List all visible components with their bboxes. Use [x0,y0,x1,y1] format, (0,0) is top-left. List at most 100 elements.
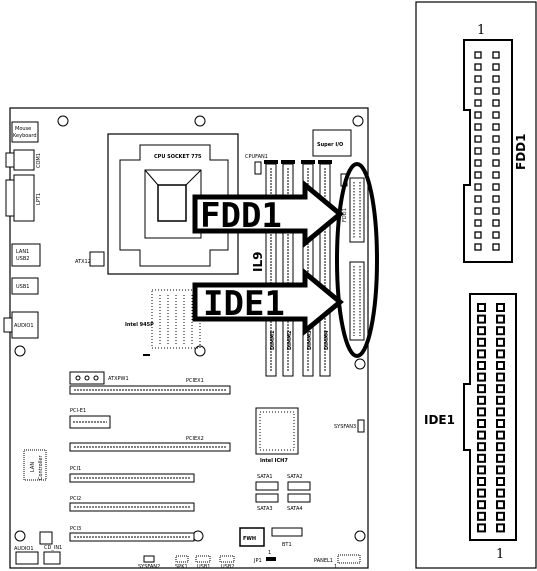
sata4-label: SATA4 [287,506,303,512]
super-io-label: Super I/O [317,142,343,148]
fdd1-pin1-label: 1 [477,23,485,38]
jp1-pin1-label: 1 [268,550,271,556]
sata3-label: SATA3 [257,506,273,512]
sysfan2-header [143,555,155,563]
fdd1-pin [492,111,500,119]
cpufan1-label: CPUFAN1 [245,154,268,160]
mounting-hole [57,115,69,127]
panel1-header [337,554,361,564]
ide1-connector-label: IDE1 [424,413,455,427]
ide1-pin [477,349,486,359]
ide1-pin [496,326,505,336]
ide1-pin [477,477,486,486]
fdd1-callout-arrow: FDD1 [192,179,344,249]
cpu-socket-die [157,184,187,222]
cpu-socket-label: CPU SOCKET 775 [154,154,202,160]
ide1-arrow-shape [192,267,344,337]
dimm-slots: DIMM1 DIMM2 DIMM3 DIMM4 [264,160,332,377]
ide1-pin [477,523,486,533]
cpu-socket: CPU SOCKET 775 [107,133,239,275]
fdd1-connector-label: FDD1 [514,134,528,170]
cpu-socket-lever [144,169,159,186]
dimm2-latch [281,160,295,164]
com1-connector-body [5,152,15,168]
mouse-label: Mouse [15,126,31,132]
lpt1-label: LPT1 [36,193,42,205]
fdd1-pin [474,207,482,215]
lpt1-port [13,174,35,222]
ide1-pin [477,430,486,440]
ide1-pin [496,419,505,428]
intel-ich7-chip [255,407,299,455]
ide1-pin [477,326,486,336]
ide1-callout-label: IDE1 [203,284,285,324]
fdd1-pin [492,231,500,239]
audio1-header [15,551,39,565]
spk1-header [175,555,189,563]
ide1-pin [496,337,505,347]
motherboard: Mouse Keyboard COM1 LPT1 LAN1 USB2 USB1 … [3,107,379,570]
com1-port [13,149,35,171]
pciex2-label: PCIEX2 [186,436,204,442]
ide1-pin [496,407,505,417]
lan-label: LAN [30,462,36,472]
ide1-pin [477,407,486,417]
sata1-port [255,481,279,491]
audio1-label: AUDIO1 [14,323,34,329]
atx12v1-header [89,251,105,267]
cd-in1-header [43,551,61,565]
ide1-pin [477,361,486,370]
ide1-pin [496,395,505,405]
ide1-pin [477,384,486,394]
ide1-pin [496,500,505,510]
fdd1-pin [492,243,500,251]
mounting-holes [14,115,366,542]
intel-945p-chip [151,289,201,349]
fdd1-callout-label: FDD1 [200,196,282,236]
fdd1-pin [474,243,482,251]
ide1-pin [496,349,505,359]
fdd1-pin [492,147,500,155]
lan-controller-chip [23,449,47,481]
ide1-pin [477,303,486,312]
fdd1-pin [474,123,482,131]
super-io-chip [312,129,352,157]
ide1-pin [477,453,486,463]
atxpw1-connector [69,371,105,385]
fdd1-pin [474,147,482,155]
pci-e1-label: PCI-E1 [70,408,86,414]
sysfan3-label: SYSFAN3 [334,424,356,430]
ide1-pin [477,372,486,382]
dimm1-label: DIMM1 [270,330,276,350]
mounting-hole [352,115,364,127]
onboard-fdd-label: FDD1 [342,208,348,222]
ide1-pin [477,465,486,475]
fdd1-pin [492,195,500,203]
ide1-pin [477,488,486,498]
ide1-pin [496,372,505,382]
ide1-pin [496,430,505,440]
fdd1-pin [474,183,482,191]
fdd1-pin [474,99,482,107]
fdd1-pin [474,171,482,179]
sata1-label: SATA1 [257,474,273,480]
pci3-label: PCI3 [70,526,81,532]
ide1-pin [496,361,505,370]
fwh-chip [239,527,265,547]
fdd1-pin [492,75,500,83]
fwh-label: FWH [243,536,256,542]
ide1-pin [477,442,486,452]
fdd1-pin [492,183,500,191]
audio1-bottom-label: AUDIO1 [14,546,34,552]
lpt1-connector-body [5,179,15,217]
ide1-pin [477,395,486,405]
ide1-pin [496,314,505,324]
fdd1-pin [492,99,500,107]
panel1-label: PANEL1 [314,558,333,564]
sysfan2-label: SYSFAN2 [138,564,160,570]
ps2-port [11,121,39,143]
dimm3-latch [301,160,315,164]
lan1-usb2-port [11,243,41,267]
cpu-socket-lever [185,169,202,186]
onboard-ide-connector [349,261,365,341]
